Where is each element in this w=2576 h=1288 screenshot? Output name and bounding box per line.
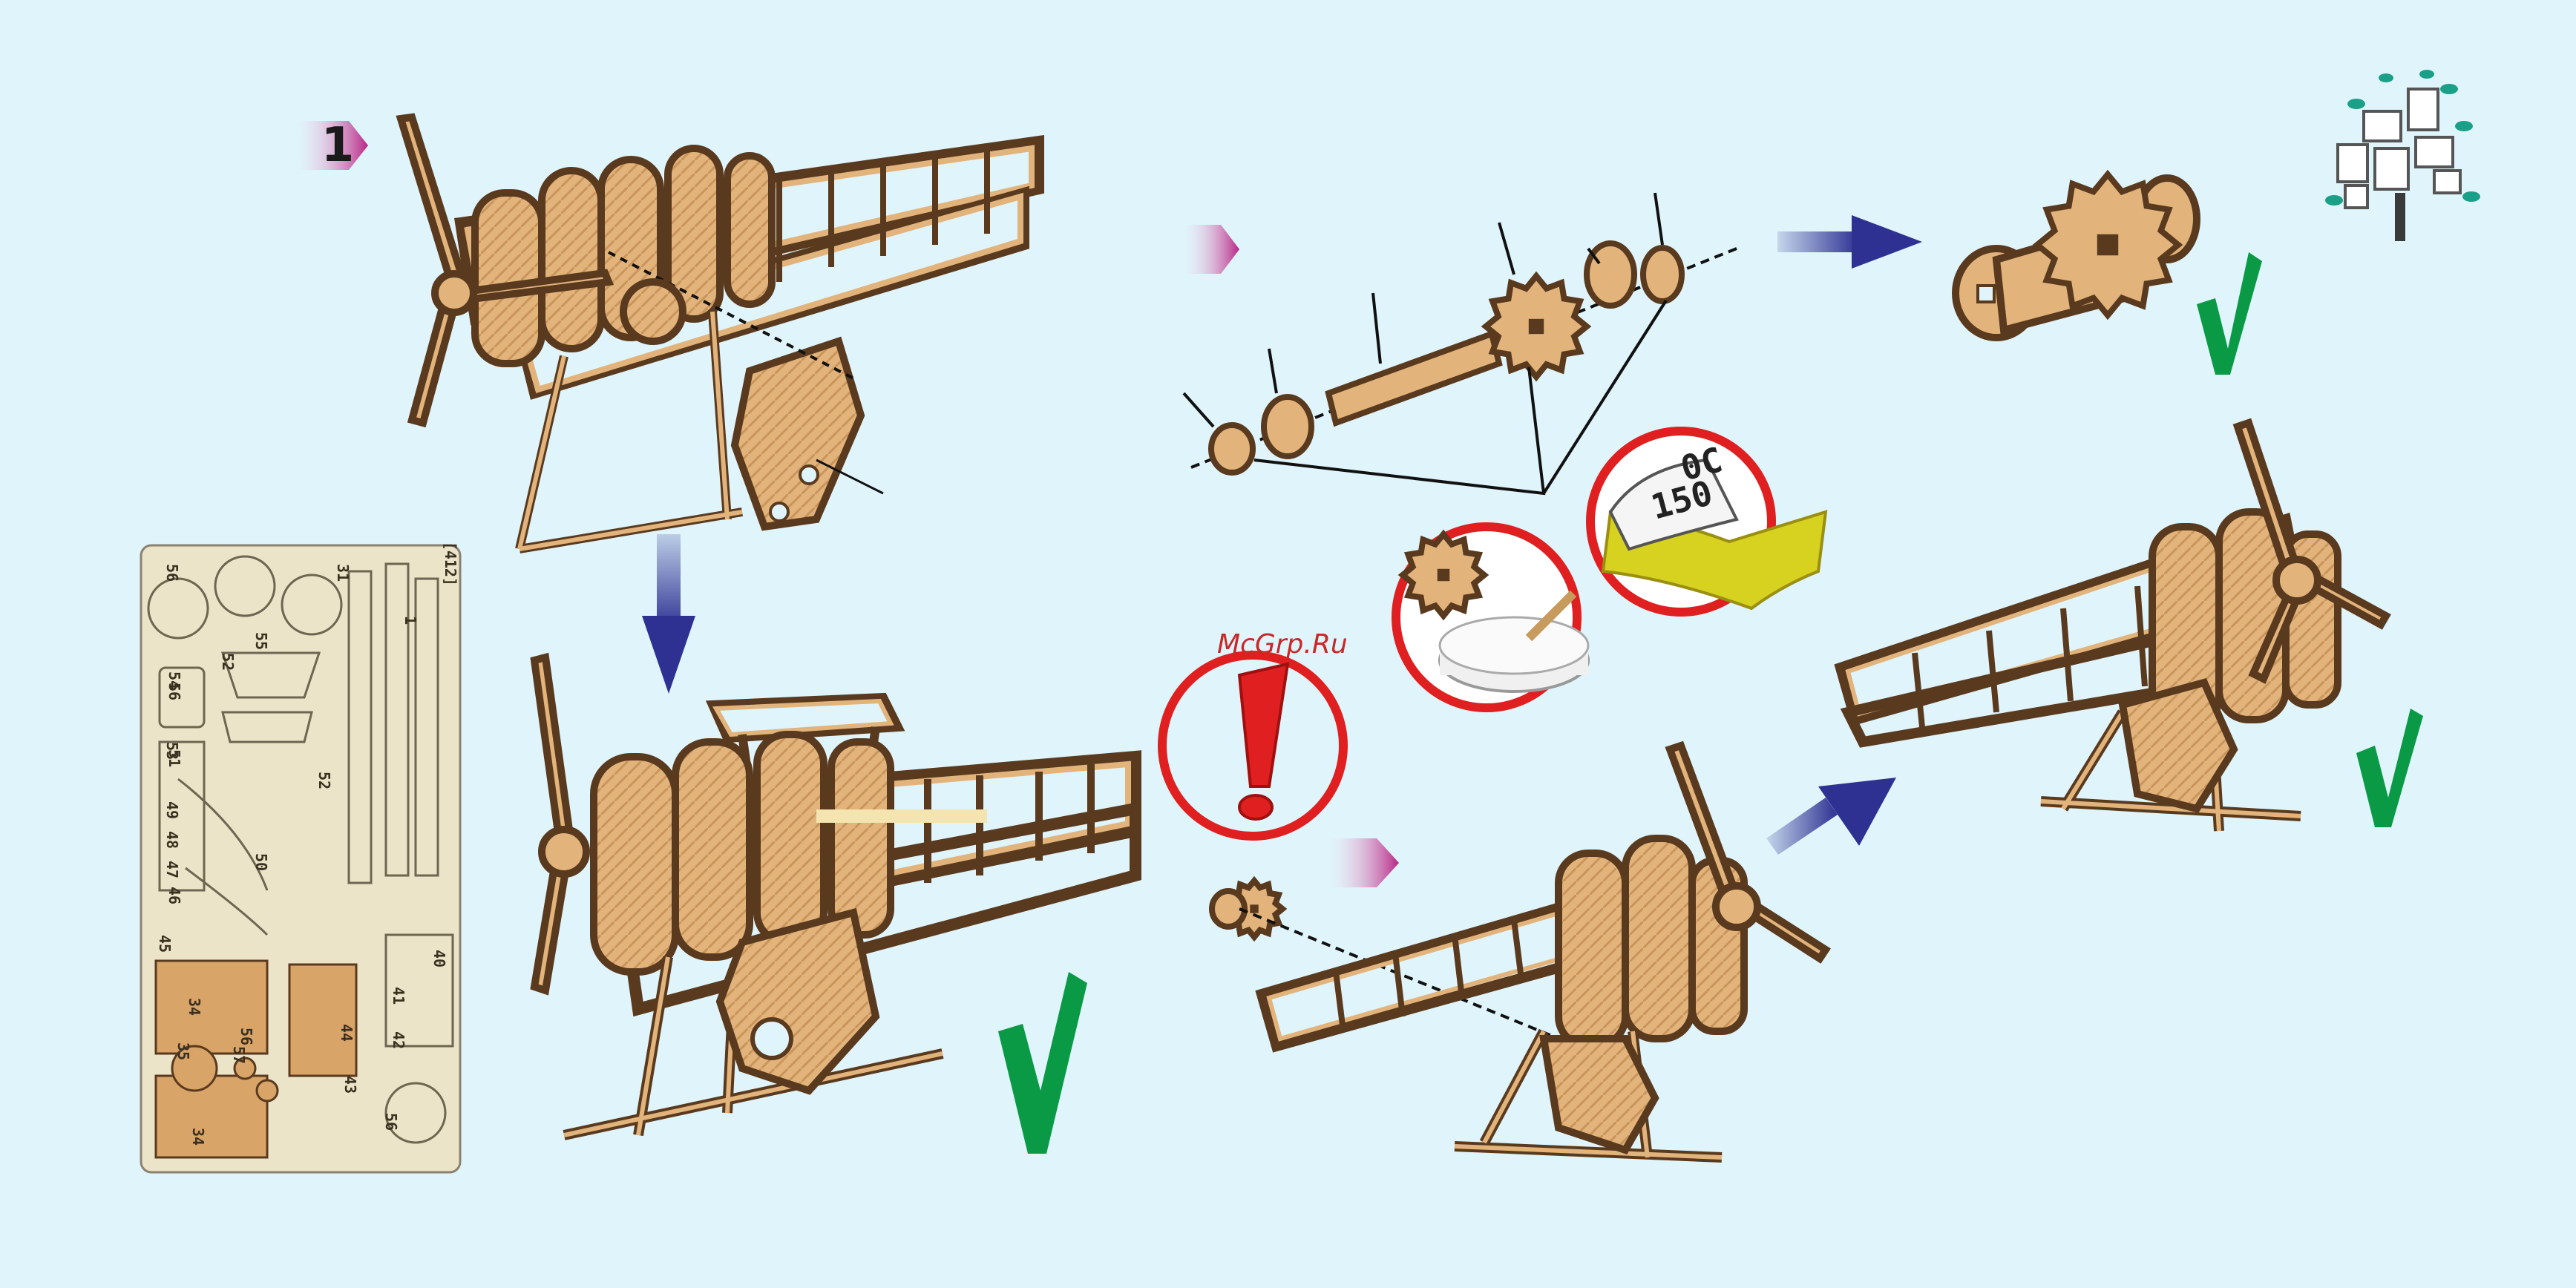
sheet-part-number: 42 bbox=[390, 1031, 407, 1049]
sheet-part-number: 41 bbox=[390, 987, 407, 1005]
sheet-part-number: 47 bbox=[163, 861, 181, 878]
sheet-part-number: 51 bbox=[165, 749, 183, 767]
assembled-axle-icon bbox=[1956, 174, 2197, 338]
sheet-part-number: 46 bbox=[165, 887, 183, 904]
watermark: McGrp.Ru bbox=[1217, 629, 1348, 660]
sheet-part-number: 43 bbox=[341, 1076, 359, 1094]
sheet-part-number: 56 bbox=[163, 564, 181, 582]
right-arrow-icon bbox=[1777, 215, 1922, 269]
sheet-part-number: 49 bbox=[163, 801, 181, 819]
sheet-part-number: 57 bbox=[230, 1046, 248, 1064]
airplane-model-icon bbox=[1841, 423, 2386, 831]
checkmark-icon bbox=[998, 972, 1087, 1154]
step-arrow-icon bbox=[1184, 225, 1239, 274]
gear-hole bbox=[1438, 569, 1450, 582]
diagonal-arrow-icon bbox=[1766, 778, 1896, 855]
sheet-part-number: 48 bbox=[163, 831, 181, 849]
sheet-part-number: 1 bbox=[402, 616, 419, 625]
sheet-part-number: 50 bbox=[252, 853, 270, 871]
sheet-part-number: 52 bbox=[219, 653, 237, 671]
step-badge-3 bbox=[1328, 838, 1399, 887]
sandpaper-icon: 0C 150 bbox=[1590, 431, 1826, 612]
sheet-part-number: 45 bbox=[156, 935, 174, 953]
sheet-code: [412] bbox=[442, 542, 459, 586]
gear-hole bbox=[1529, 319, 1544, 334]
sheet-part-number: 34 bbox=[189, 1128, 207, 1146]
down-arrow-icon bbox=[642, 534, 695, 694]
gear-hole bbox=[1250, 904, 1258, 913]
gear-hole bbox=[2097, 234, 2119, 256]
sheet-part-number: 40 bbox=[430, 950, 448, 967]
exclamation-icon bbox=[1162, 655, 1343, 836]
step-number: 1 bbox=[315, 119, 360, 172]
sheet-part-number: 35 bbox=[174, 1042, 192, 1060]
sheet-part-number: 44 bbox=[338, 1024, 355, 1042]
tree-logo-icon bbox=[2325, 70, 2480, 241]
sheet-part-number: 54 bbox=[165, 671, 183, 689]
step-arrow-icon bbox=[1328, 838, 1399, 887]
checkmark-icon bbox=[2356, 709, 2423, 827]
sheet-part-number: 55 bbox=[252, 632, 270, 650]
sheet-part-number: 31 bbox=[334, 564, 352, 582]
sheet-part-number: 56 bbox=[382, 1113, 400, 1131]
airplane-model-icon bbox=[401, 117, 1039, 549]
glue-icon bbox=[1396, 527, 1588, 708]
sheet-part-number: 52 bbox=[315, 772, 333, 789]
sheet-part-number: 34 bbox=[186, 998, 203, 1016]
step-badge-2 bbox=[1184, 225, 1239, 274]
sheet-part-number: 56 bbox=[237, 1028, 255, 1045]
checkmark-icon bbox=[2197, 252, 2262, 375]
airplane-model-icon bbox=[534, 657, 1135, 1135]
